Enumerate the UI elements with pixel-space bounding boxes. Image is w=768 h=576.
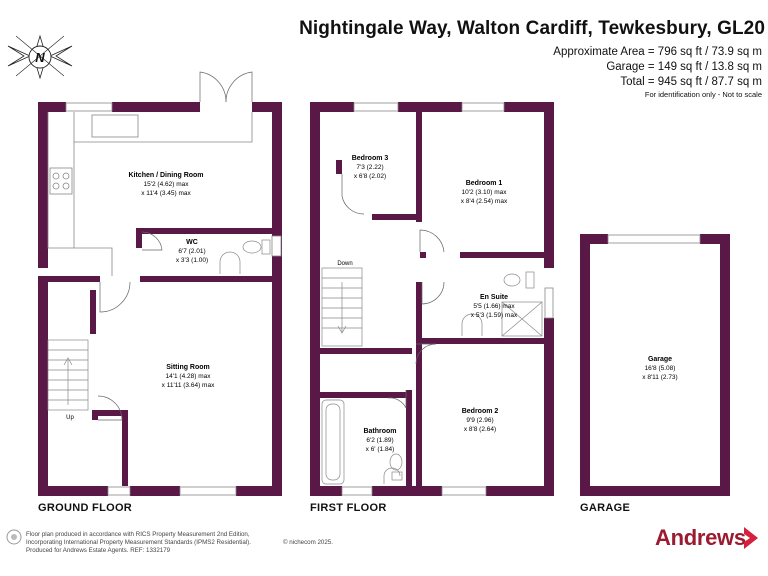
total-area: Total = 945 sq ft / 87.7 sq m (620, 76, 762, 88)
bathroom-name: Bathroom (363, 428, 396, 435)
garage-name: Garage (648, 356, 672, 363)
ground-windows (65, 102, 282, 496)
north-arrow-icon: N (7, 34, 73, 80)
bedroom1-name: Bedroom 1 (466, 180, 503, 187)
wc-name: WC (186, 239, 198, 246)
bathroom-dim2: x 6' (1.84) (366, 446, 395, 453)
bedroom3-dim1: 7'3 (2.22) (356, 164, 383, 171)
ground-floor-label: GROUND FLOOR (38, 502, 133, 514)
bathroom-fittings (321, 271, 543, 485)
first-doors (341, 174, 445, 409)
first-floor-walls (310, 102, 554, 496)
sitting-name: Sitting Room (166, 364, 210, 371)
garage-dim1: 16'8 (5.08) (645, 365, 676, 372)
ensuite-dim2: x 5'3 (1.59) max (471, 312, 518, 319)
approximate-area: Approximate Area = 796 sq ft / 73.9 sq m (553, 46, 762, 58)
wc-fittings (219, 239, 271, 274)
bedroom2-dim2: x 8'8 (2.64) (464, 426, 496, 433)
ensuite-dim1: 5'5 (1.66) max (473, 303, 515, 310)
compass-letter: N (35, 50, 45, 65)
footer-copyright: © nichecom 2025. (283, 539, 333, 546)
bedroom1-dim1: 10'2 (3.10) max (462, 189, 508, 196)
footer-line2: Incorporating International Property Mea… (26, 539, 251, 546)
bedroom3-name: Bedroom 3 (352, 155, 389, 162)
bathroom-dim1: 6'2 (1.89) (366, 437, 393, 444)
first-floor-label: FIRST FLOOR (310, 502, 387, 514)
rics-logo-icon (6, 529, 22, 545)
kitchen-dim1: 15'2 (4.62) max (144, 181, 190, 188)
andrews-chevron-icon (744, 527, 758, 549)
bedroom1-dim2: x 8'4 (2.54) max (461, 198, 508, 205)
kitchen-counters (47, 112, 253, 276)
garage-label: GARAGE (580, 502, 631, 514)
footer-line3: Produced for Andrews Estate Agents. REF:… (26, 547, 171, 554)
ensuite-name: En Suite (480, 294, 508, 301)
property-address-title: Nightingale Way, Walton Cardiff, Tewkesb… (299, 18, 765, 39)
bedroom2-name: Bedroom 2 (462, 408, 499, 415)
footer-text: Floor plan produced in accordance with R… (26, 531, 251, 555)
andrews-logo: Andrews (655, 525, 746, 550)
garage-area: Garage = 149 sq ft / 13.8 sq m (606, 61, 762, 73)
garage-dim2: x 8'11 (2.73) (642, 374, 677, 381)
wc-dim2: x 3'3 (1.00) (176, 257, 208, 264)
footer-line1: Floor plan produced in accordance with R… (26, 531, 250, 538)
sitting-dim1: 14'1 (4.28) max (166, 373, 212, 380)
garage-walls (580, 234, 730, 496)
not-to-scale-note: For identification only - Not to scale (644, 90, 762, 99)
bedroom2-dim1: 9'9 (2.96) (466, 417, 493, 424)
stairs-down-label: Down (337, 261, 352, 267)
sitting-dim2: x 11'11 (3.64) max (162, 382, 215, 389)
wc-dim1: 6'7 (2.01) (178, 248, 205, 255)
stairs-up-label: Up (66, 415, 74, 421)
first-stairs (321, 267, 363, 347)
ground-stairs (47, 339, 89, 411)
ground-floor-walls (38, 102, 282, 496)
french-doors (199, 71, 253, 103)
bedroom3-dim2: x 6'8 (2.02) (354, 173, 386, 180)
garage-window (607, 234, 701, 244)
kitchen-name: Kitchen / Dining Room (128, 172, 203, 179)
kitchen-dim2: x 11'4 (3.45) max (141, 190, 191, 197)
first-windows (341, 102, 554, 496)
ground-doors (97, 231, 163, 421)
